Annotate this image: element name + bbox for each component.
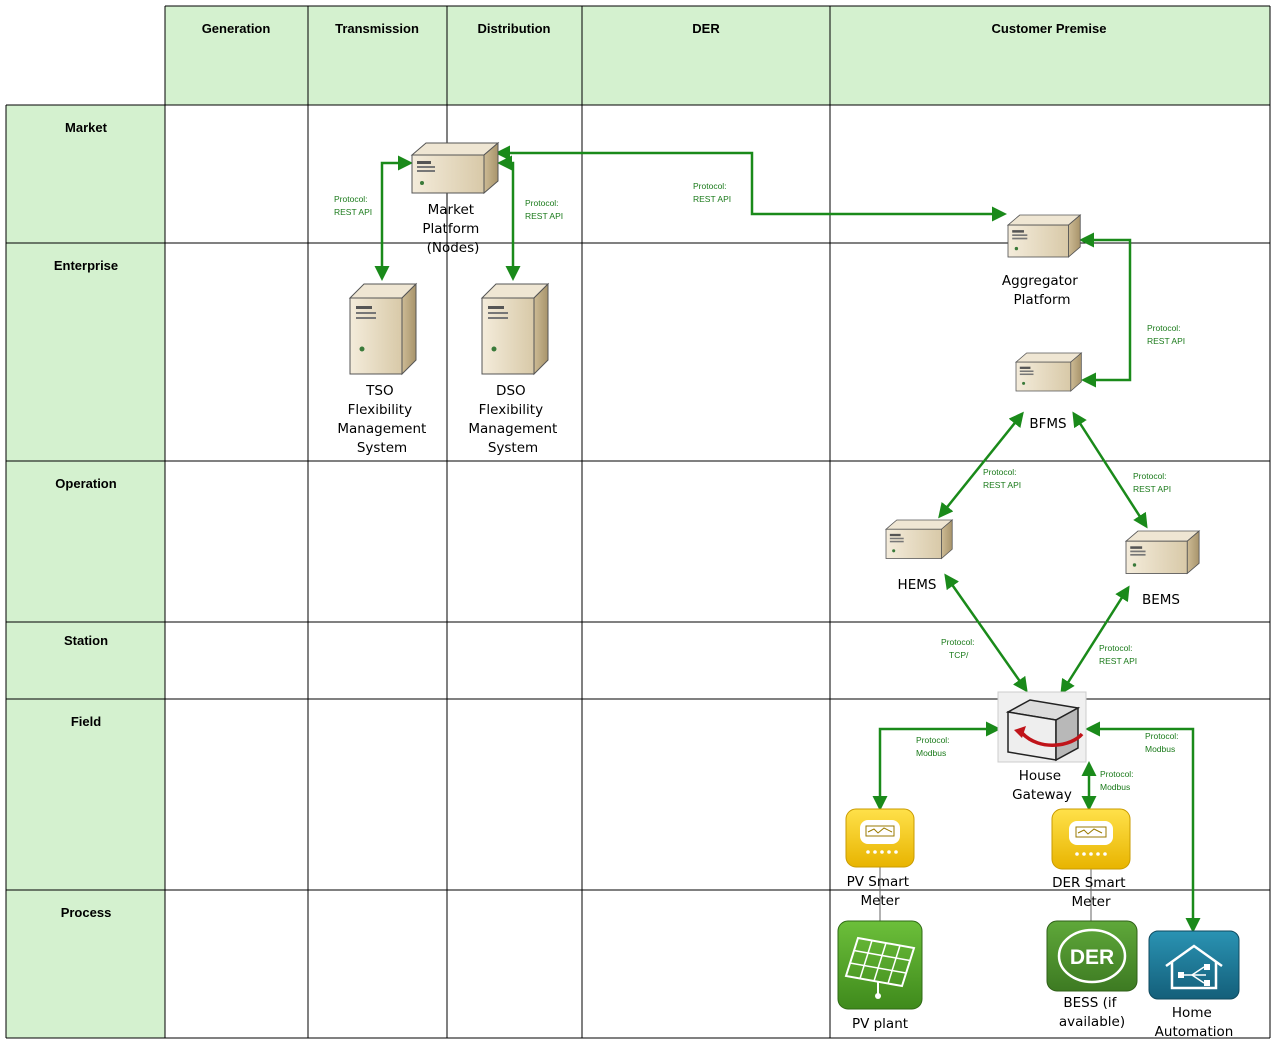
market-platform-label: Market Platform (Nodes) [422,202,483,256]
bess-node: DER BESS (if available) [1046,920,1138,1030]
row-header-field: Field [71,714,101,729]
hems-server-icon [885,519,953,559]
bfms-label: BFMS [1029,416,1066,432]
column-header-transmission: Transmission [335,21,419,36]
column-header-band [165,6,1270,105]
protocol-label-gw-der: Protocol:Modbus [1100,769,1134,792]
dso-label: DSO Flexibility Management System [468,383,561,456]
protocol-label-gw-pv: Protocol:Modbus [916,735,950,758]
grid: Generation Transmission Distribution DER… [5,5,1271,1039]
der-badge-icon: DER [1046,920,1138,992]
aggregator-node: Aggregator Platform [1002,214,1082,308]
arrow-market-aggregator [495,145,1007,222]
pv-plant-label: PV plant [852,1016,908,1032]
arrow-bfms-hems [938,411,1024,519]
gateway-cube-icon [997,691,1087,763]
row-header-band [6,105,165,1038]
bems-node: BEMS [1125,530,1200,608]
pv-smart-meter-node: PV Smart Meter [845,808,915,909]
pv-plant-node: PV plant [837,920,923,1032]
market-platform-server-icon [411,142,499,194]
bems-label: BEMS [1142,592,1180,608]
tso-label: TSO Flexibility Management System [337,383,430,456]
tso-node: TSO Flexibility Management System [337,283,430,456]
protocol-label-hems-gw: Protocol:TCP/ [941,637,975,660]
protocol-label-mp-tso: Protocol:REST API [334,194,372,217]
arrow-bems-gateway [1060,585,1130,695]
home-automation-node: Home Automation [1148,930,1240,1040]
home-automation-label: Home Automation [1155,1005,1234,1040]
arrow-aggregator-bfms [1079,232,1132,388]
protocol-labels: Protocol:REST API Protocol:REST API Prot… [334,181,1185,792]
column-header-der: DER [692,21,720,36]
pv-smart-meter-label: PV Smart Meter [847,874,914,909]
arrow-hems-gateway [944,573,1028,693]
protocol-label-agg-bfms: Protocol:REST API [1147,323,1185,346]
arrows [374,145,1201,933]
column-header-generation: Generation [202,21,271,36]
arrow-market-tso [374,155,413,281]
house-gateway-node: House Gateway [997,691,1087,803]
row-header-enterprise: Enterprise [54,258,118,273]
home-automation-icon [1148,930,1240,1000]
tso-server-icon [349,283,417,375]
market-platform-node: Market Platform (Nodes) [411,142,499,256]
der-smart-meter-node: DER Smart Meter [1051,808,1131,910]
row-header-process: Process [61,905,112,920]
bems-server-icon [1125,530,1200,574]
dso-server-icon [481,283,549,375]
row-header-operation: Operation [55,476,116,491]
der-smart-meter-icon [1051,808,1131,870]
aggregator-server-icon [1007,214,1081,258]
hems-label: HEMS [898,577,937,593]
hems-node: HEMS [885,519,953,593]
protocol-label-mp-dso: Protocol:REST API [525,198,563,221]
protocol-label-bems-gw: Protocol:REST API [1099,643,1137,666]
row-header-station: Station [64,633,108,648]
protocol-label-mp-agg: Protocol:REST API [693,181,731,204]
arrow-bfms-bems [1072,411,1148,529]
bess-label: BESS (if available) [1059,995,1125,1030]
pv-smart-meter-icon [845,808,915,868]
row-header-market: Market [65,120,108,135]
protocol-label-bfms-bems: Protocol:REST API [1133,471,1171,494]
aggregator-label: Aggregator Platform [1002,273,1082,308]
protocol-label-gw-home: Protocol:Modbus [1145,731,1179,754]
der-smart-meter-label: DER Smart Meter [1052,875,1130,910]
bfms-server-icon [1015,352,1082,392]
bfms-node: BFMS [1015,352,1082,432]
arrow-market-dso [497,155,521,281]
solar-panel-icon [837,920,923,1010]
arrow-gateway-pv-meter [872,721,1001,811]
column-header-customer-premise: Customer Premise [992,21,1107,36]
protocol-label-bfms-hems: Protocol:REST API [983,467,1021,490]
column-header-distribution: Distribution [478,21,551,36]
house-gateway-label: House Gateway [1012,768,1072,803]
der-badge-text: DER [1070,946,1114,969]
dso-node: DSO Flexibility Management System [468,283,561,456]
arrow-gateway-home [1085,721,1201,933]
